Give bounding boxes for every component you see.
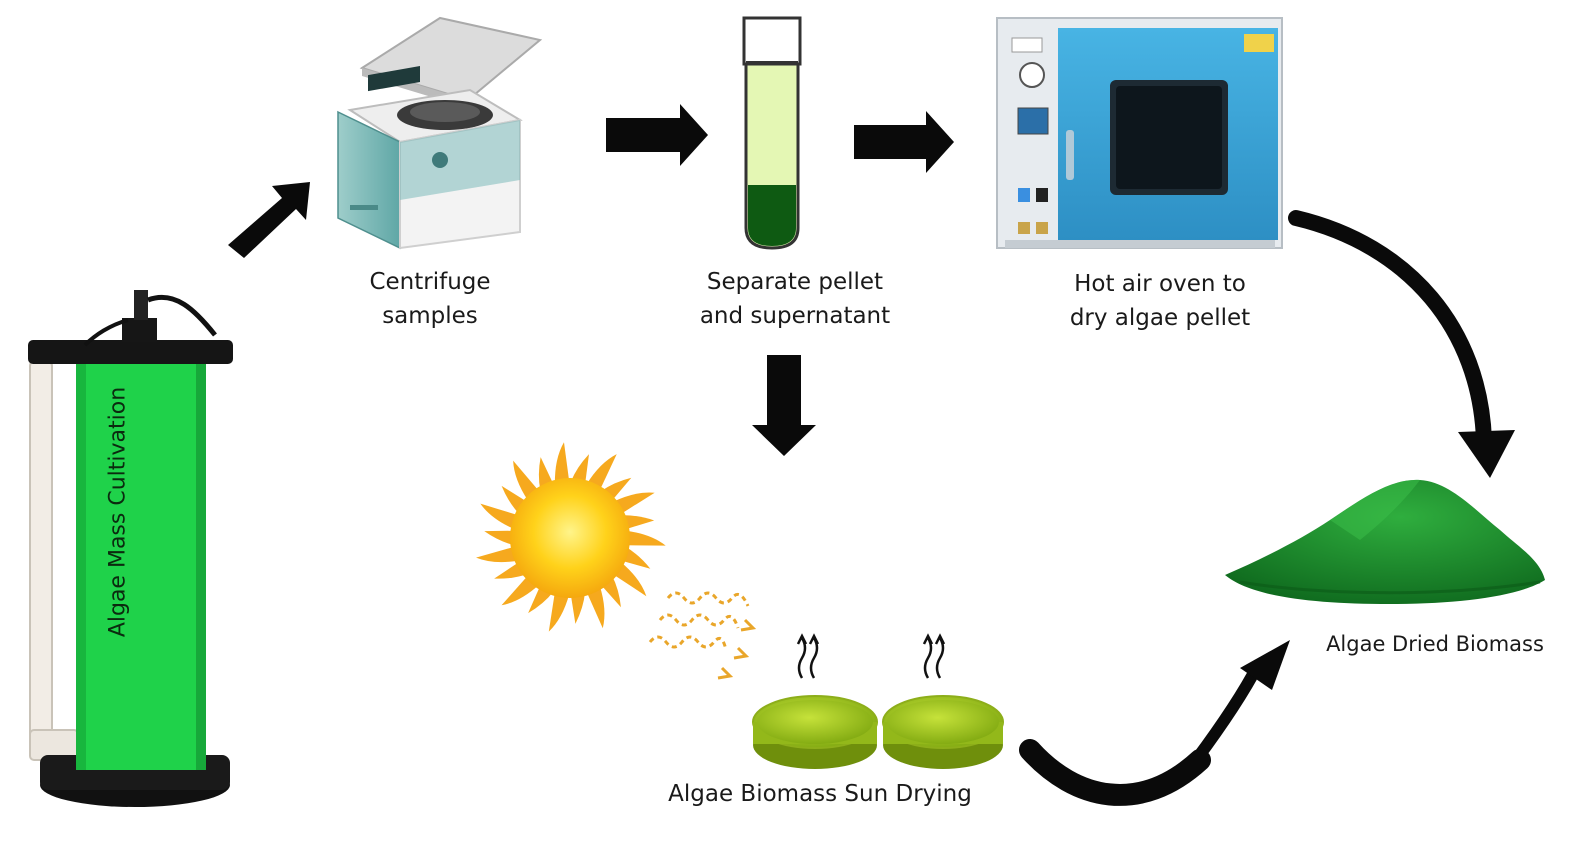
oven-icon: [996, 17, 1283, 249]
sun-ray: [612, 492, 655, 515]
sun-ray: [513, 460, 540, 501]
oven-label: Hot air oven to dry algae pellet: [1050, 267, 1270, 335]
arrow-to-centrifuge: [228, 182, 310, 258]
centrifuge-label: Centrifuge samples: [330, 265, 530, 333]
test-tube-icon: [742, 16, 802, 250]
oven-label-line-1: Hot air oven to: [1074, 271, 1246, 297]
sun-ray: [548, 591, 570, 632]
centrifuge-label-line-1: Centrifuge: [369, 269, 491, 295]
sun-drying-label: Algae Biomass Sun Drying: [640, 777, 1000, 811]
curved-arrow-from-sun-drying: [1019, 640, 1290, 806]
petri-dish-icon: [752, 695, 878, 769]
centrifuge-label-line-2: samples: [382, 303, 478, 329]
sun-icon: [476, 442, 666, 632]
sun-ray: [570, 591, 586, 624]
arrow-to-tube: [606, 104, 708, 166]
dried-biomass-label-text: Algae Dried Biomass: [1326, 632, 1544, 656]
dried-biomass-label: Algae Dried Biomass: [1290, 627, 1580, 661]
arrow-to-sun-drying: [752, 355, 816, 456]
sun-ray: [625, 530, 666, 546]
petri-dish-icon: [882, 695, 1004, 769]
sun-ray: [586, 585, 605, 629]
curved-arrow-to-biomass: [1288, 210, 1515, 478]
sun-ray: [612, 561, 647, 597]
steam-icon: [796, 633, 946, 679]
sun-ray: [586, 454, 617, 491]
cultivation-label: Algae Mass Cultivation: [105, 386, 131, 638]
sun-ray: [476, 546, 519, 563]
sun-ray: [554, 442, 570, 485]
powder-pile-icon: [1225, 479, 1545, 604]
sun-ray: [621, 546, 651, 569]
arrow-to-oven: [854, 111, 954, 173]
sun-drying-label-text: Algae Biomass Sun Drying: [668, 781, 972, 807]
photobioreactor-icon: [28, 290, 233, 807]
centrifuge-icon: [337, 16, 543, 250]
separate-label-line-1: Separate pellet: [706, 269, 884, 295]
sun-ray: [501, 575, 540, 606]
sun-heat-waves: [648, 591, 757, 680]
separate-label-line-2: and supernatant: [699, 303, 891, 329]
separate-label: Separate pellet and supernatant: [670, 265, 920, 333]
sun-ray: [570, 454, 590, 485]
sun-ray: [621, 515, 655, 530]
sun-ray: [480, 503, 519, 530]
sun-ray: [484, 530, 515, 546]
oven-label-line-2: dry algae pellet: [1069, 305, 1251, 331]
